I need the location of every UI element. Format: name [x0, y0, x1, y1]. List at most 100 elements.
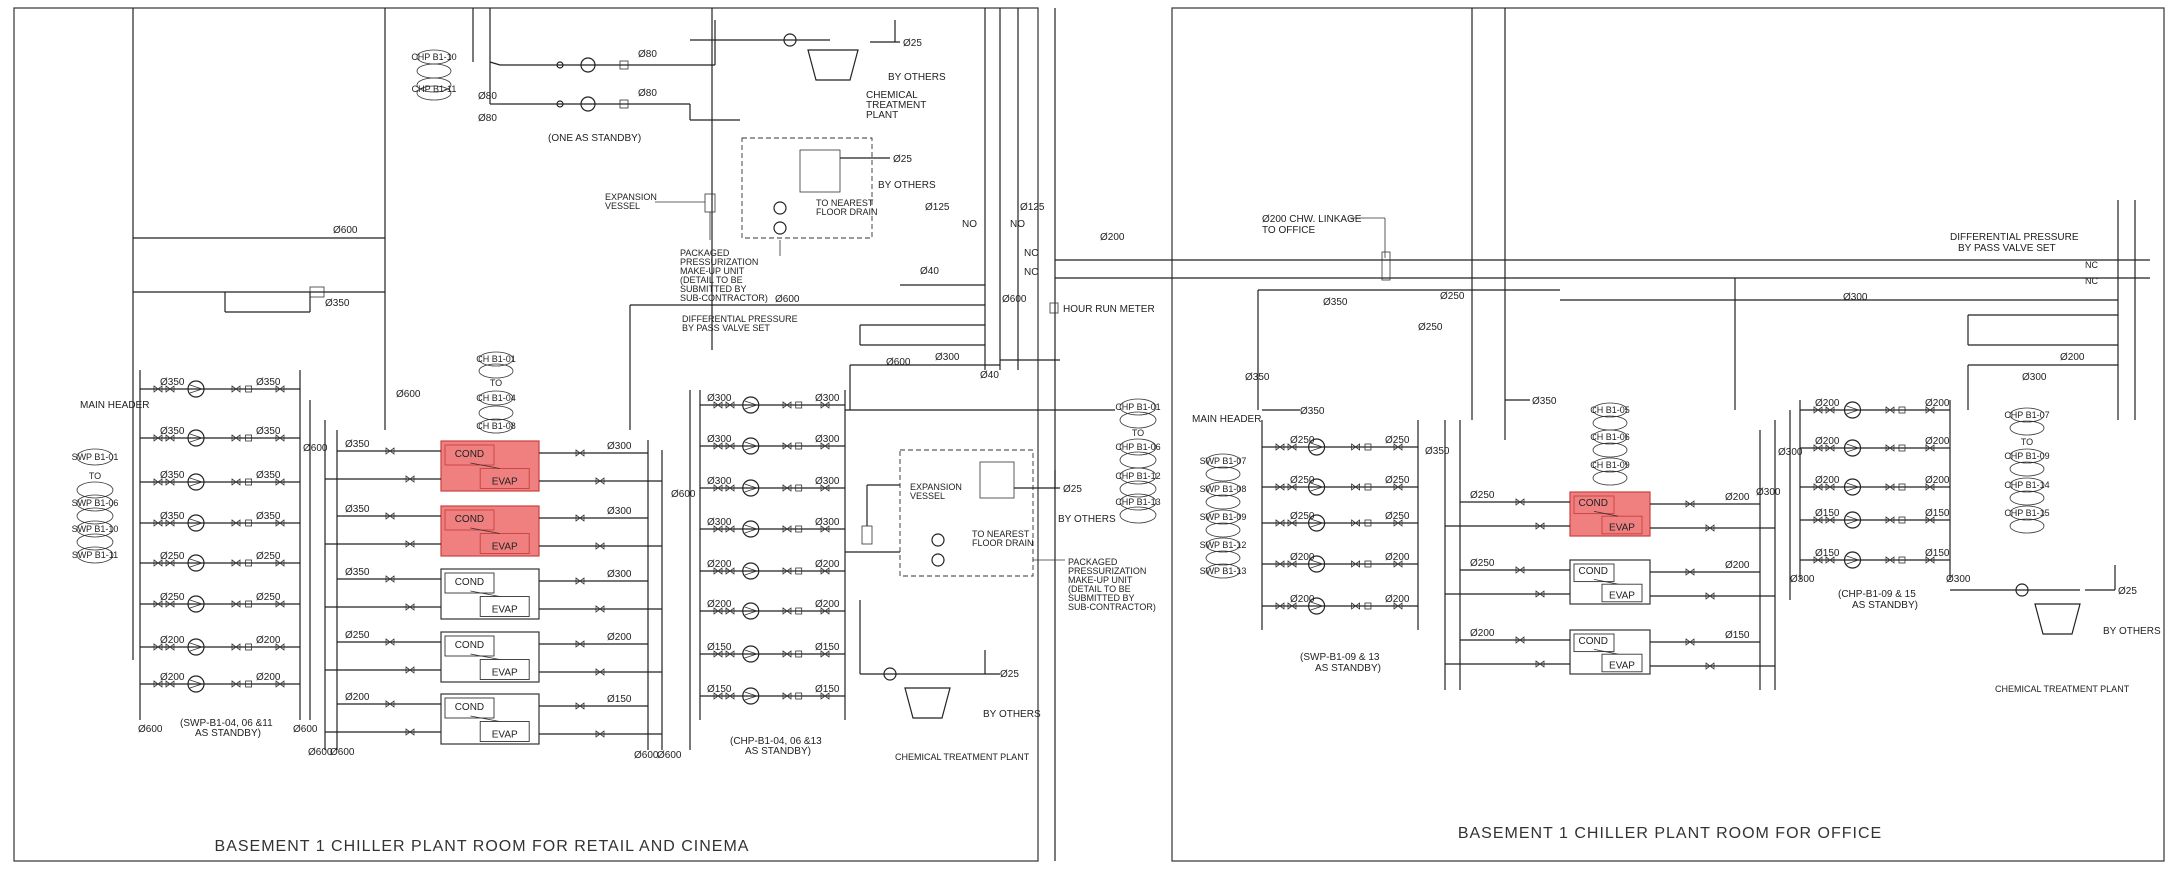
valve-symbol	[231, 643, 241, 651]
valve-symbol	[575, 577, 585, 585]
valve-symbol	[725, 692, 735, 700]
left-plant-title: BASEMENT 1 CHILLER PLANT ROOM FOR RETAIL…	[215, 838, 750, 855]
pipe-size-label: Ø125	[925, 202, 950, 213]
equipment-tag: CH B1-09	[1590, 460, 1630, 470]
pipe-size-label: Ø25	[1063, 484, 1082, 495]
evap-label: EVAP	[492, 542, 518, 553]
chem-plant-label: CHEMICAL TREATMENT PLANT	[1995, 684, 2130, 694]
pipe-size-label: Ø200	[160, 672, 185, 683]
valve-symbol	[405, 666, 415, 674]
valve-symbol	[275, 559, 285, 567]
valve-symbol	[385, 638, 395, 646]
valve-state-label: NO	[962, 219, 977, 230]
pump-symbol	[1307, 478, 1326, 496]
valve-symbol	[231, 600, 241, 608]
diff-pressure-label: DIFFERENTIAL PRESSURE	[1950, 232, 2079, 243]
expansion-vessel-label: VESSEL	[910, 491, 945, 501]
equipment-tag: TO	[89, 471, 101, 481]
pipe-size-label: Ø200	[345, 692, 370, 703]
pressurization-note: PACKAGED	[1068, 557, 1118, 567]
cond-label: COND	[455, 514, 484, 525]
chp-standby-note: AS STANDBY)	[745, 746, 811, 757]
pipe-size-label: Ø200	[1925, 436, 1950, 447]
equipment-tag: CHP B1-10	[411, 52, 456, 62]
evaporator-box	[479, 533, 530, 554]
valve-symbol	[1287, 560, 1297, 568]
valve-symbol	[713, 650, 723, 658]
equipment-tag: CH B1-04	[476, 393, 516, 403]
by-others-label: BY OTHERS	[2103, 626, 2161, 637]
valve-symbol	[782, 607, 792, 615]
valve-symbol	[820, 442, 830, 450]
valve-symbol	[153, 680, 163, 688]
valve-symbol	[1351, 602, 1360, 610]
hour-run-meter-label: HOUR RUN METER	[1063, 304, 1155, 315]
valve-symbol	[165, 385, 175, 393]
valve-symbol	[1287, 519, 1297, 527]
right-plant-title: BASEMENT 1 CHILLER PLANT ROOM FOR OFFICE	[1458, 825, 1882, 842]
valve-state-label: NC	[1024, 248, 1038, 259]
expansion-vessel-label: VESSEL	[605, 201, 640, 211]
pipe-size-label: Ø200	[256, 672, 281, 683]
pump-symbol	[742, 562, 760, 580]
pipe-size-label: Ø350	[345, 439, 370, 450]
pipe-size-label: Ø350	[160, 511, 185, 522]
pump-symbol	[187, 473, 205, 491]
pipe-size-label: Ø250	[1418, 322, 1443, 333]
condenser-box	[1573, 563, 1615, 583]
valve-symbol	[1825, 483, 1835, 491]
equipment-tag: SWP B1-11	[72, 550, 118, 560]
pipe-size-label: Ø600	[303, 443, 328, 454]
right-top-area: Ø200 Ø200 CHW. LINKAGE TO OFFICE DIFFERE…	[1055, 8, 2150, 440]
valve-symbol	[1885, 444, 1895, 452]
valve-symbol	[725, 567, 735, 575]
standby-note: (ONE AS STANDBY)	[548, 133, 641, 144]
evaporator-box	[1601, 583, 1643, 603]
pipe-size-label: Ø300	[815, 476, 840, 487]
valve-symbol	[595, 730, 605, 738]
valve-symbol	[1275, 443, 1285, 451]
valve-symbol	[385, 447, 395, 455]
valve-symbol	[1351, 443, 1360, 451]
pipe-size-label: Ø25	[893, 154, 912, 165]
evaporator-box	[1601, 515, 1643, 535]
valve-symbol	[1685, 638, 1695, 646]
valve-symbol	[1393, 443, 1403, 451]
valve-symbol	[1813, 556, 1823, 564]
equipment-tag: CHP B1-01	[1115, 402, 1160, 412]
pipe-size-label: Ø600	[886, 357, 911, 368]
pipe-size-label: Ø300	[2022, 372, 2047, 383]
main-header-label: MAIN HEADER	[1192, 414, 1261, 425]
equipment-tag: SWP B1-07	[1200, 456, 1247, 466]
equipment-tag: CHP B1-12	[1115, 471, 1160, 481]
pipe-size-label: Ø250	[345, 630, 370, 641]
equipment-tag: SWP B1-12	[1200, 540, 1247, 550]
valve-symbol	[405, 728, 415, 736]
valve-symbol	[1813, 444, 1823, 452]
pump-symbol	[742, 437, 760, 455]
equipment-tag: CHP B1-06	[1115, 442, 1160, 452]
cond-label: COND	[455, 640, 484, 651]
pipe-size-label: Ø200	[160, 635, 185, 646]
valve-symbol	[231, 434, 241, 442]
valve-symbol	[713, 442, 723, 450]
chem-plant-label: CHEMICAL TREATMENT PLANT	[895, 752, 1030, 762]
equipment-tag: CHP B1-15	[2004, 508, 2049, 518]
valve-symbol	[1825, 444, 1835, 452]
pipe-size-label: Ø25	[2118, 586, 2137, 597]
valve-symbol	[1287, 602, 1297, 610]
valve-symbol	[782, 525, 792, 533]
valve-symbol	[1885, 556, 1895, 564]
pipe-size-label: Ø300	[815, 393, 840, 404]
valve-symbol	[1925, 556, 1935, 564]
equipment-tag: SWP B1-06	[72, 498, 119, 508]
pipe-size-label: Ø150	[1925, 508, 1950, 519]
pipe-size-label: Ø200	[1290, 594, 1315, 605]
pipe-size-label: Ø350	[256, 377, 281, 388]
condenser-box	[444, 444, 495, 466]
pipe-size-label: Ø80	[638, 88, 657, 99]
valve-symbol	[713, 401, 723, 409]
evap-label: EVAP	[1609, 590, 1635, 601]
